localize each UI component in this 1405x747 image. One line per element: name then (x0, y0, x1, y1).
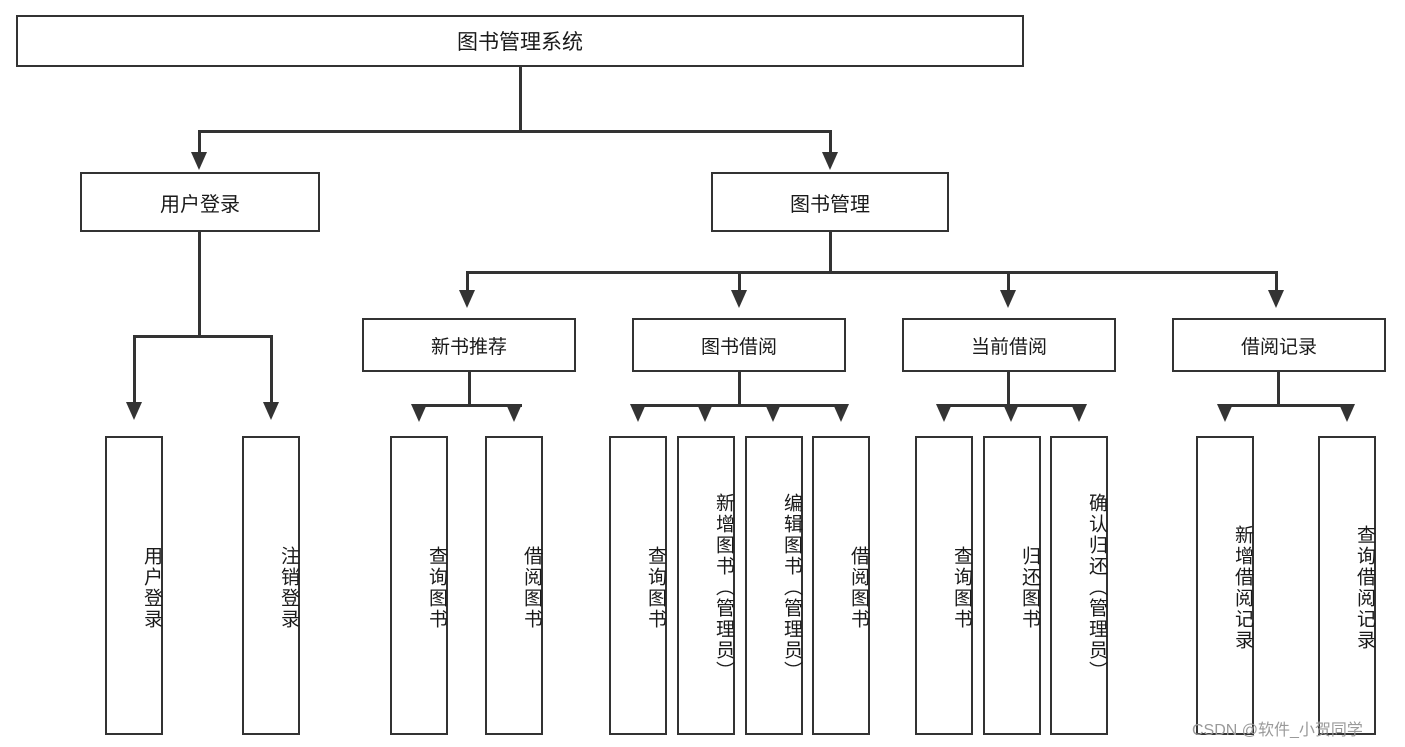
edge-bookmgmt-to-l2-3 (1007, 271, 1010, 293)
node-label: 当前借阅 (970, 336, 1047, 358)
edge-bookmgmt-to-l2-1 (466, 271, 469, 293)
edge-login-bus (133, 335, 272, 338)
edge-recommend-stem (468, 372, 471, 406)
arrow-recommend-leaf-1 (411, 404, 427, 422)
arrow-current-leaf-2 (1003, 404, 1019, 422)
edge-root-to-bookmgmt (829, 130, 832, 155)
edge-login-stem (198, 232, 201, 337)
node-current-borrow[interactable]: 当前借阅 (902, 318, 1116, 372)
edge-current-stem (1007, 372, 1010, 406)
node-label: 借阅记录 (1240, 336, 1317, 358)
arrow-bookmgmt-to-l2-2 (731, 290, 747, 308)
edge-login-to-leaf-1 (133, 335, 136, 405)
arrow-current-leaf-1 (936, 404, 952, 422)
leaf-label: 用户登录 (141, 545, 162, 630)
node-label: 图书借阅 (700, 336, 777, 358)
arrow-login-to-leaf-1 (126, 402, 142, 420)
watermark-text: CSDN @软件_小贺同学 (1192, 722, 1363, 739)
arrow-bookmgmt-to-l2-1 (459, 290, 475, 308)
arrow-borrow-leaf-3 (765, 404, 781, 422)
leaf-label: 归还图书 (1019, 545, 1040, 630)
leaf-label: 查询图书 (645, 545, 666, 630)
leaf-label: 确认归还（管理员） (1086, 493, 1107, 682)
leaf-label: 新增借阅记录 (1232, 524, 1253, 651)
arrow-recommend-leaf-2 (506, 404, 522, 422)
arrow-record-leaf-2 (1339, 404, 1355, 422)
edge-record-bus (1224, 404, 1346, 407)
leaf-label: 借阅图书 (521, 545, 542, 630)
leaf-current-confirm-return-admin[interactable]: 确认归还（管理员） (1050, 436, 1108, 735)
arrow-login-to-leaf-2 (263, 402, 279, 420)
edge-recommend-bus (418, 404, 522, 407)
arrow-bookmgmt-to-l2-3 (1000, 290, 1016, 308)
leaf-recommend-borrow-book[interactable]: 借阅图书 (485, 436, 543, 735)
node-label: 图书管理 (790, 193, 870, 216)
leaf-label: 注销登录 (278, 545, 299, 630)
leaf-current-return-book[interactable]: 归还图书 (983, 436, 1041, 735)
leaf-current-query-book[interactable]: 查询图书 (915, 436, 973, 735)
node-user-login[interactable]: 用户登录 (80, 172, 320, 232)
leaf-logout[interactable]: 注销登录 (242, 436, 300, 735)
edge-borrow-stem (738, 372, 741, 406)
leaf-record-query-record[interactable]: 查询借阅记录 (1318, 436, 1376, 735)
node-label: 新书推荐 (430, 336, 507, 358)
arrow-bookmgmt-to-l2-4 (1268, 290, 1284, 308)
leaf-label: 查询借阅记录 (1354, 524, 1375, 651)
node-label: 用户登录 (160, 193, 240, 216)
edge-bookmgmt-to-l2-2 (738, 271, 741, 293)
node-book-management[interactable]: 图书管理 (711, 172, 949, 232)
arrow-root-to-bookmgmt (822, 152, 838, 170)
csdn-watermark: CSDN @软件_小贺同学 (1192, 716, 1363, 740)
leaf-user-login[interactable]: 用户登录 (105, 436, 163, 735)
node-root-system[interactable]: 图书管理系统 (16, 15, 1024, 67)
edge-borrow-bus (637, 404, 841, 407)
arrow-borrow-leaf-1 (630, 404, 646, 422)
node-book-borrow[interactable]: 图书借阅 (632, 318, 846, 372)
leaf-borrow-borrow-book[interactable]: 借阅图书 (812, 436, 870, 735)
edge-bookmgmt-bus (466, 271, 1278, 274)
node-borrow-record[interactable]: 借阅记录 (1172, 318, 1386, 372)
arrow-current-leaf-3 (1071, 404, 1087, 422)
edge-root-stem (519, 67, 522, 132)
leaf-borrow-edit-book-admin[interactable]: 编辑图书（管理员） (745, 436, 803, 735)
node-new-book-recommend[interactable]: 新书推荐 (362, 318, 576, 372)
leaf-record-add-record[interactable]: 新增借阅记录 (1196, 436, 1254, 735)
edge-login-to-leaf-2 (270, 335, 273, 405)
edge-bookmgmt-stem (829, 232, 832, 274)
edge-record-stem (1277, 372, 1280, 406)
arrow-record-leaf-1 (1217, 404, 1233, 422)
leaf-borrow-add-book-admin[interactable]: 新增图书（管理员） (677, 436, 735, 735)
node-label: 图书管理系统 (457, 31, 583, 54)
arrow-borrow-leaf-2 (697, 404, 713, 422)
leaf-label: 新增图书（管理员） (713, 493, 734, 682)
leaf-label: 编辑图书（管理员） (781, 493, 802, 682)
leaf-borrow-query-book[interactable]: 查询图书 (609, 436, 667, 735)
leaf-recommend-query-book[interactable]: 查询图书 (390, 436, 448, 735)
leaf-label: 查询图书 (426, 545, 447, 630)
edge-bookmgmt-to-l2-4 (1275, 271, 1278, 293)
arrow-root-to-login (191, 152, 207, 170)
edge-root-bus (198, 130, 832, 133)
leaf-label: 查询图书 (951, 545, 972, 630)
arrow-borrow-leaf-4 (833, 404, 849, 422)
edge-root-to-login (198, 130, 201, 155)
leaf-label: 借阅图书 (848, 545, 869, 630)
